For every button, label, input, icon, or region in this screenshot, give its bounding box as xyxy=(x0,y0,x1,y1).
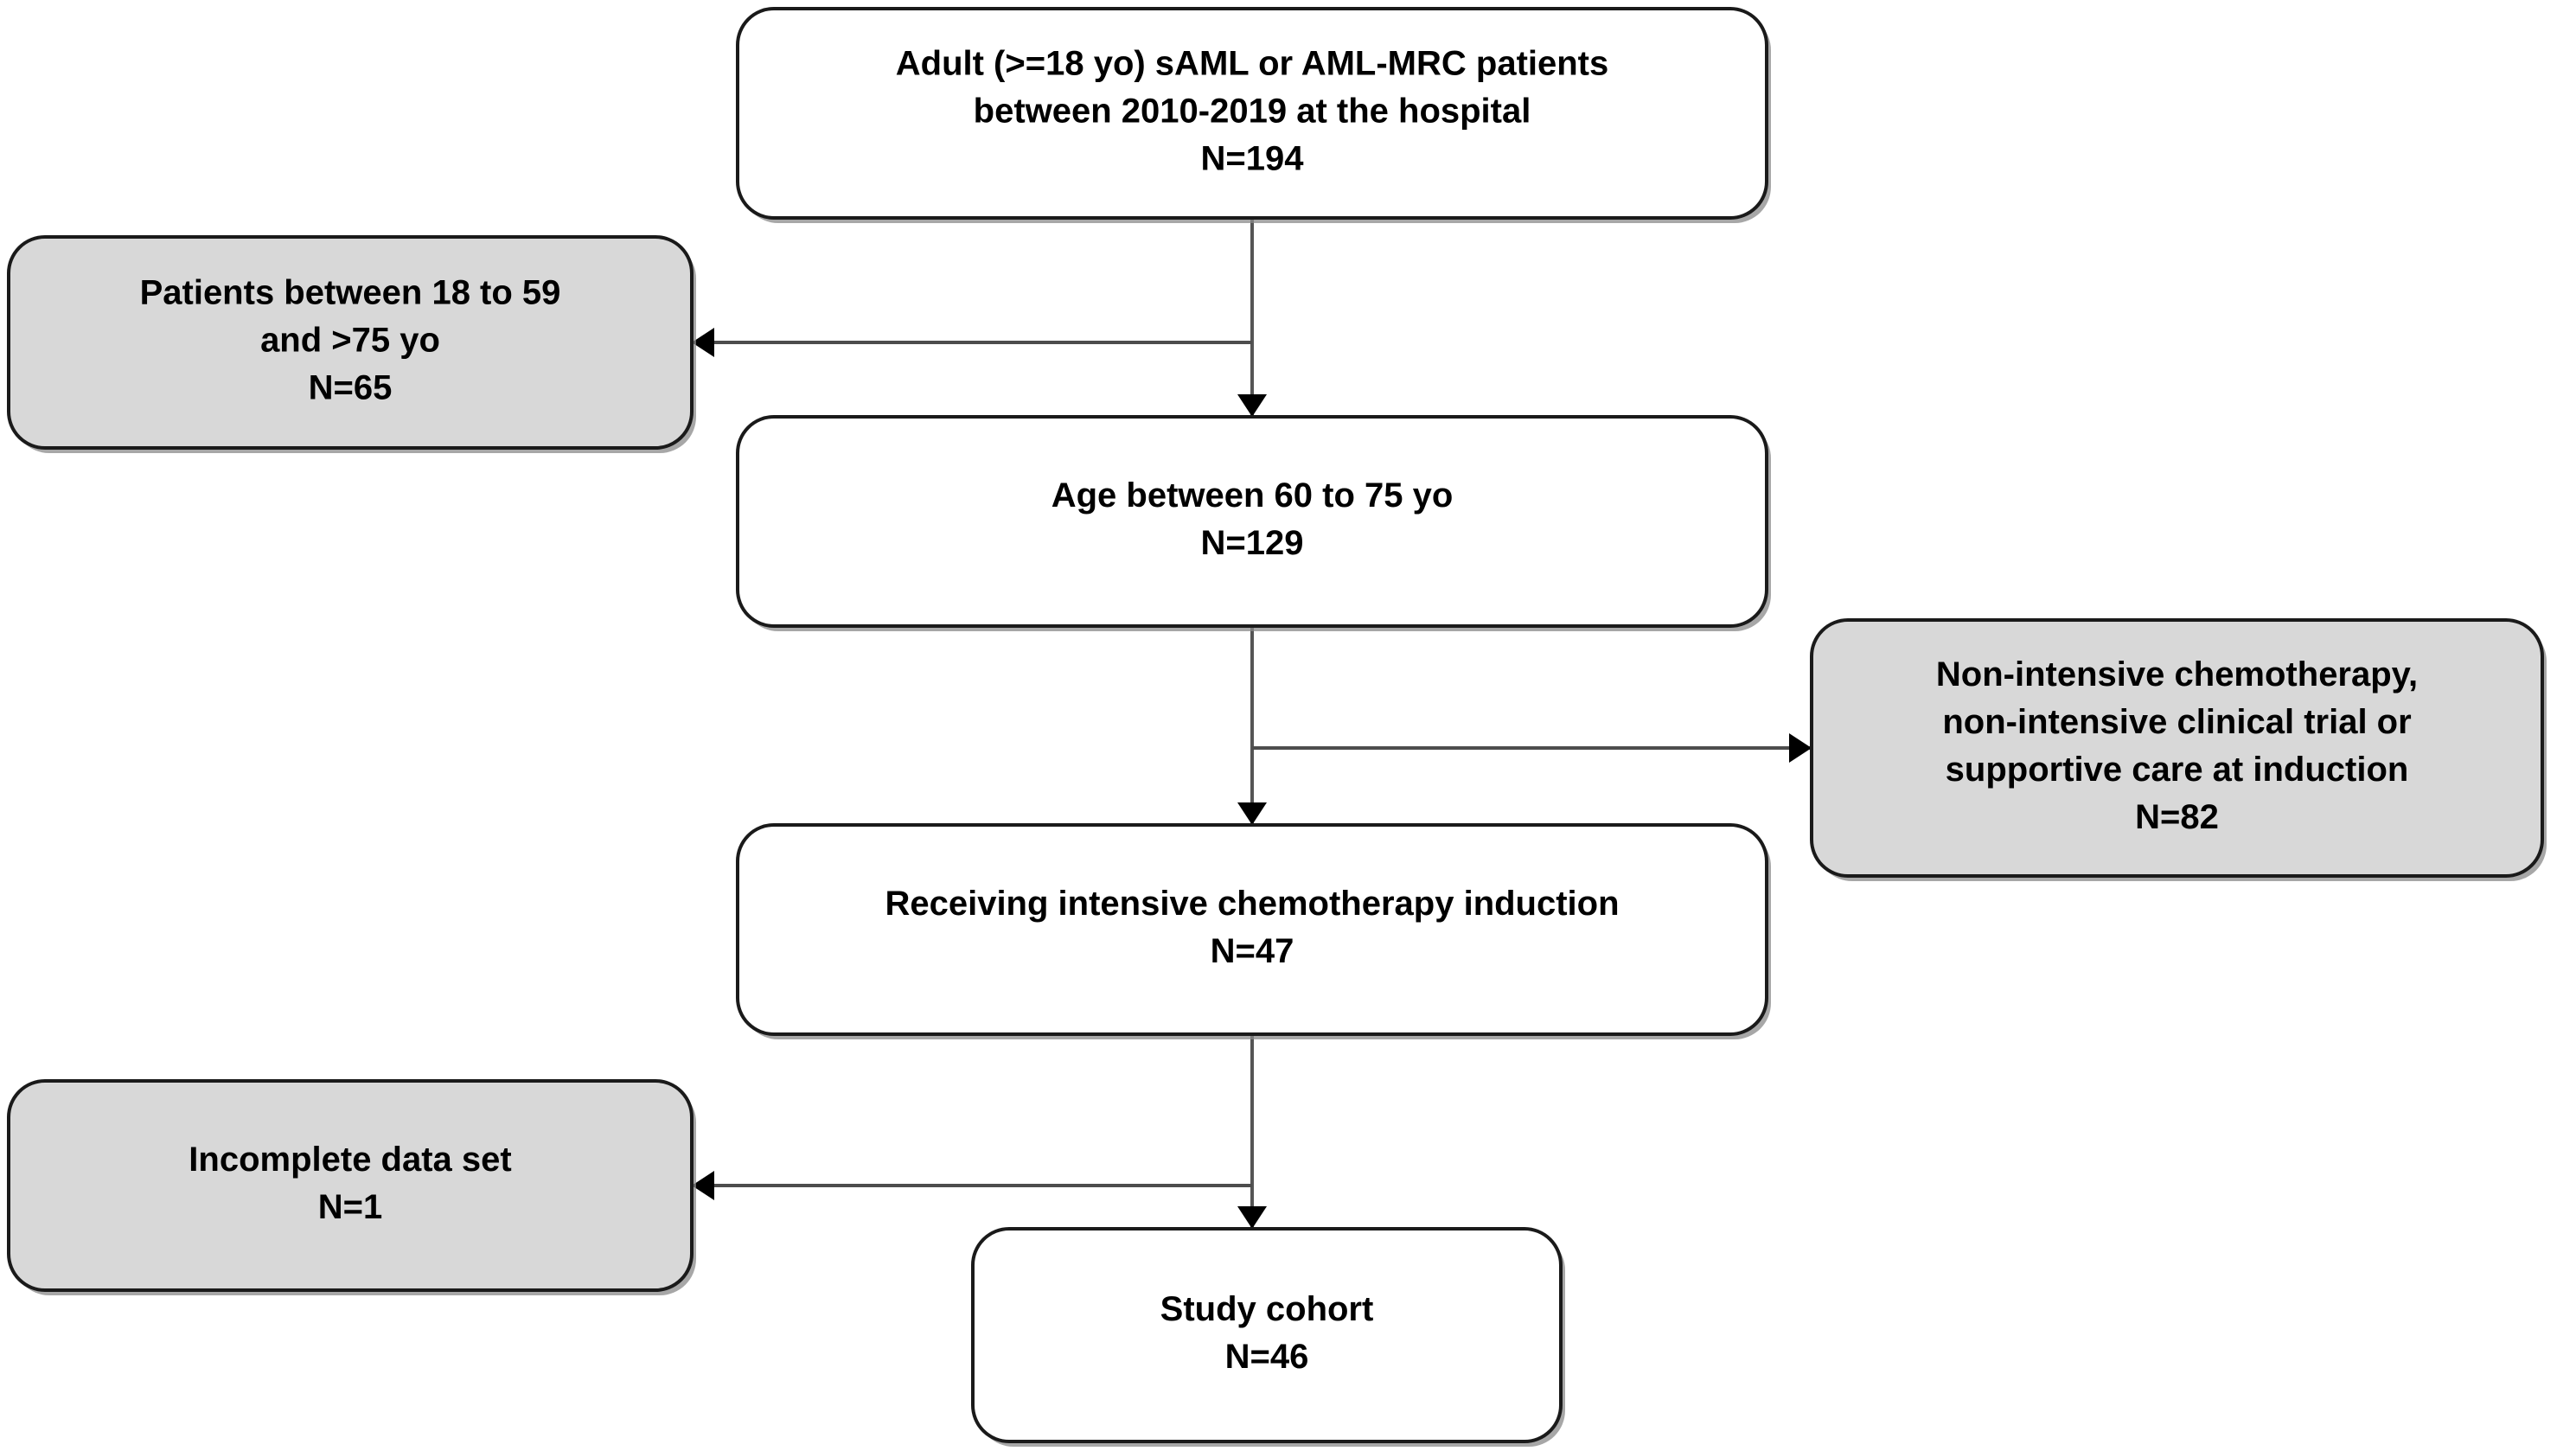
node-label-line: Patients between 18 to 59 xyxy=(140,274,561,312)
arrow-head-left xyxy=(692,328,714,357)
connector-edge-induction-to-cohort xyxy=(1237,1034,1267,1229)
node-intensive-induction: Receiving intensive chemotherapy inducti… xyxy=(736,823,1771,1039)
connector-edge-induction-to-excluded-incomplete xyxy=(692,1171,1252,1200)
node-excluded-nonintensive: Non-intensive chemotherapy, non-intensive… xyxy=(1810,618,2547,881)
connectors-layer xyxy=(692,218,1812,1229)
connector-edge-age-to-induction xyxy=(1237,626,1267,825)
node-box xyxy=(1810,618,2544,878)
arrow-head-right xyxy=(1789,733,1812,763)
node-label-line: supportive care at induction xyxy=(1946,751,2409,789)
connector-edge-age-to-excluded-nonintensive xyxy=(1252,733,1812,763)
node-label-line: Incomplete data set xyxy=(189,1141,511,1179)
node-label-line: Age between 60 to 75 yo xyxy=(1051,476,1454,515)
node-label-line: Study cohort xyxy=(1160,1290,1374,1328)
node-count-label: N=82 xyxy=(2135,798,2219,836)
node-box xyxy=(7,235,694,450)
arrow-head-down xyxy=(1237,394,1267,417)
node-count-label: N=46 xyxy=(1225,1338,1309,1376)
connector-edge-source-to-age xyxy=(1237,218,1267,417)
node-count-label: N=129 xyxy=(1201,524,1304,562)
node-count-label: N=47 xyxy=(1211,932,1294,970)
node-age-60-75: Age between 60 to 75 yo N=129 xyxy=(736,415,1771,631)
node-count-label: N=65 xyxy=(309,369,393,407)
node-label-line: Receiving intensive chemotherapy inducti… xyxy=(885,885,1619,923)
node-source-population: Adult (>=18 yo) sAML or AML-MRC patients… xyxy=(736,7,1771,223)
node-box xyxy=(736,7,1768,220)
node-excluded-age: Patients between 18 to 59 and >75 yo N=65 xyxy=(7,235,696,453)
node-box xyxy=(736,415,1768,628)
node-count-label: N=194 xyxy=(1201,140,1305,178)
node-box xyxy=(971,1227,1563,1443)
node-label-line: Adult (>=18 yo) sAML or AML-MRC patients xyxy=(896,45,1609,83)
node-label-line: between 2010-2019 at the hospital xyxy=(974,93,1531,131)
node-box xyxy=(7,1079,694,1292)
node-box xyxy=(736,823,1768,1036)
node-count-label: N=1 xyxy=(318,1188,383,1226)
arrow-head-left xyxy=(692,1171,714,1200)
nodes-layer: Adult (>=18 yo) sAML or AML-MRC patients… xyxy=(7,7,2547,1447)
node-label-line: Non-intensive chemotherapy, xyxy=(1936,655,2418,694)
arrow-head-down xyxy=(1237,1206,1267,1229)
arrow-head-down xyxy=(1237,802,1267,825)
node-label-line: and >75 yo xyxy=(260,322,440,360)
connector-edge-source-to-excluded-age xyxy=(692,328,1252,357)
node-label-line: non-intensive clinical trial or xyxy=(1942,703,2411,741)
